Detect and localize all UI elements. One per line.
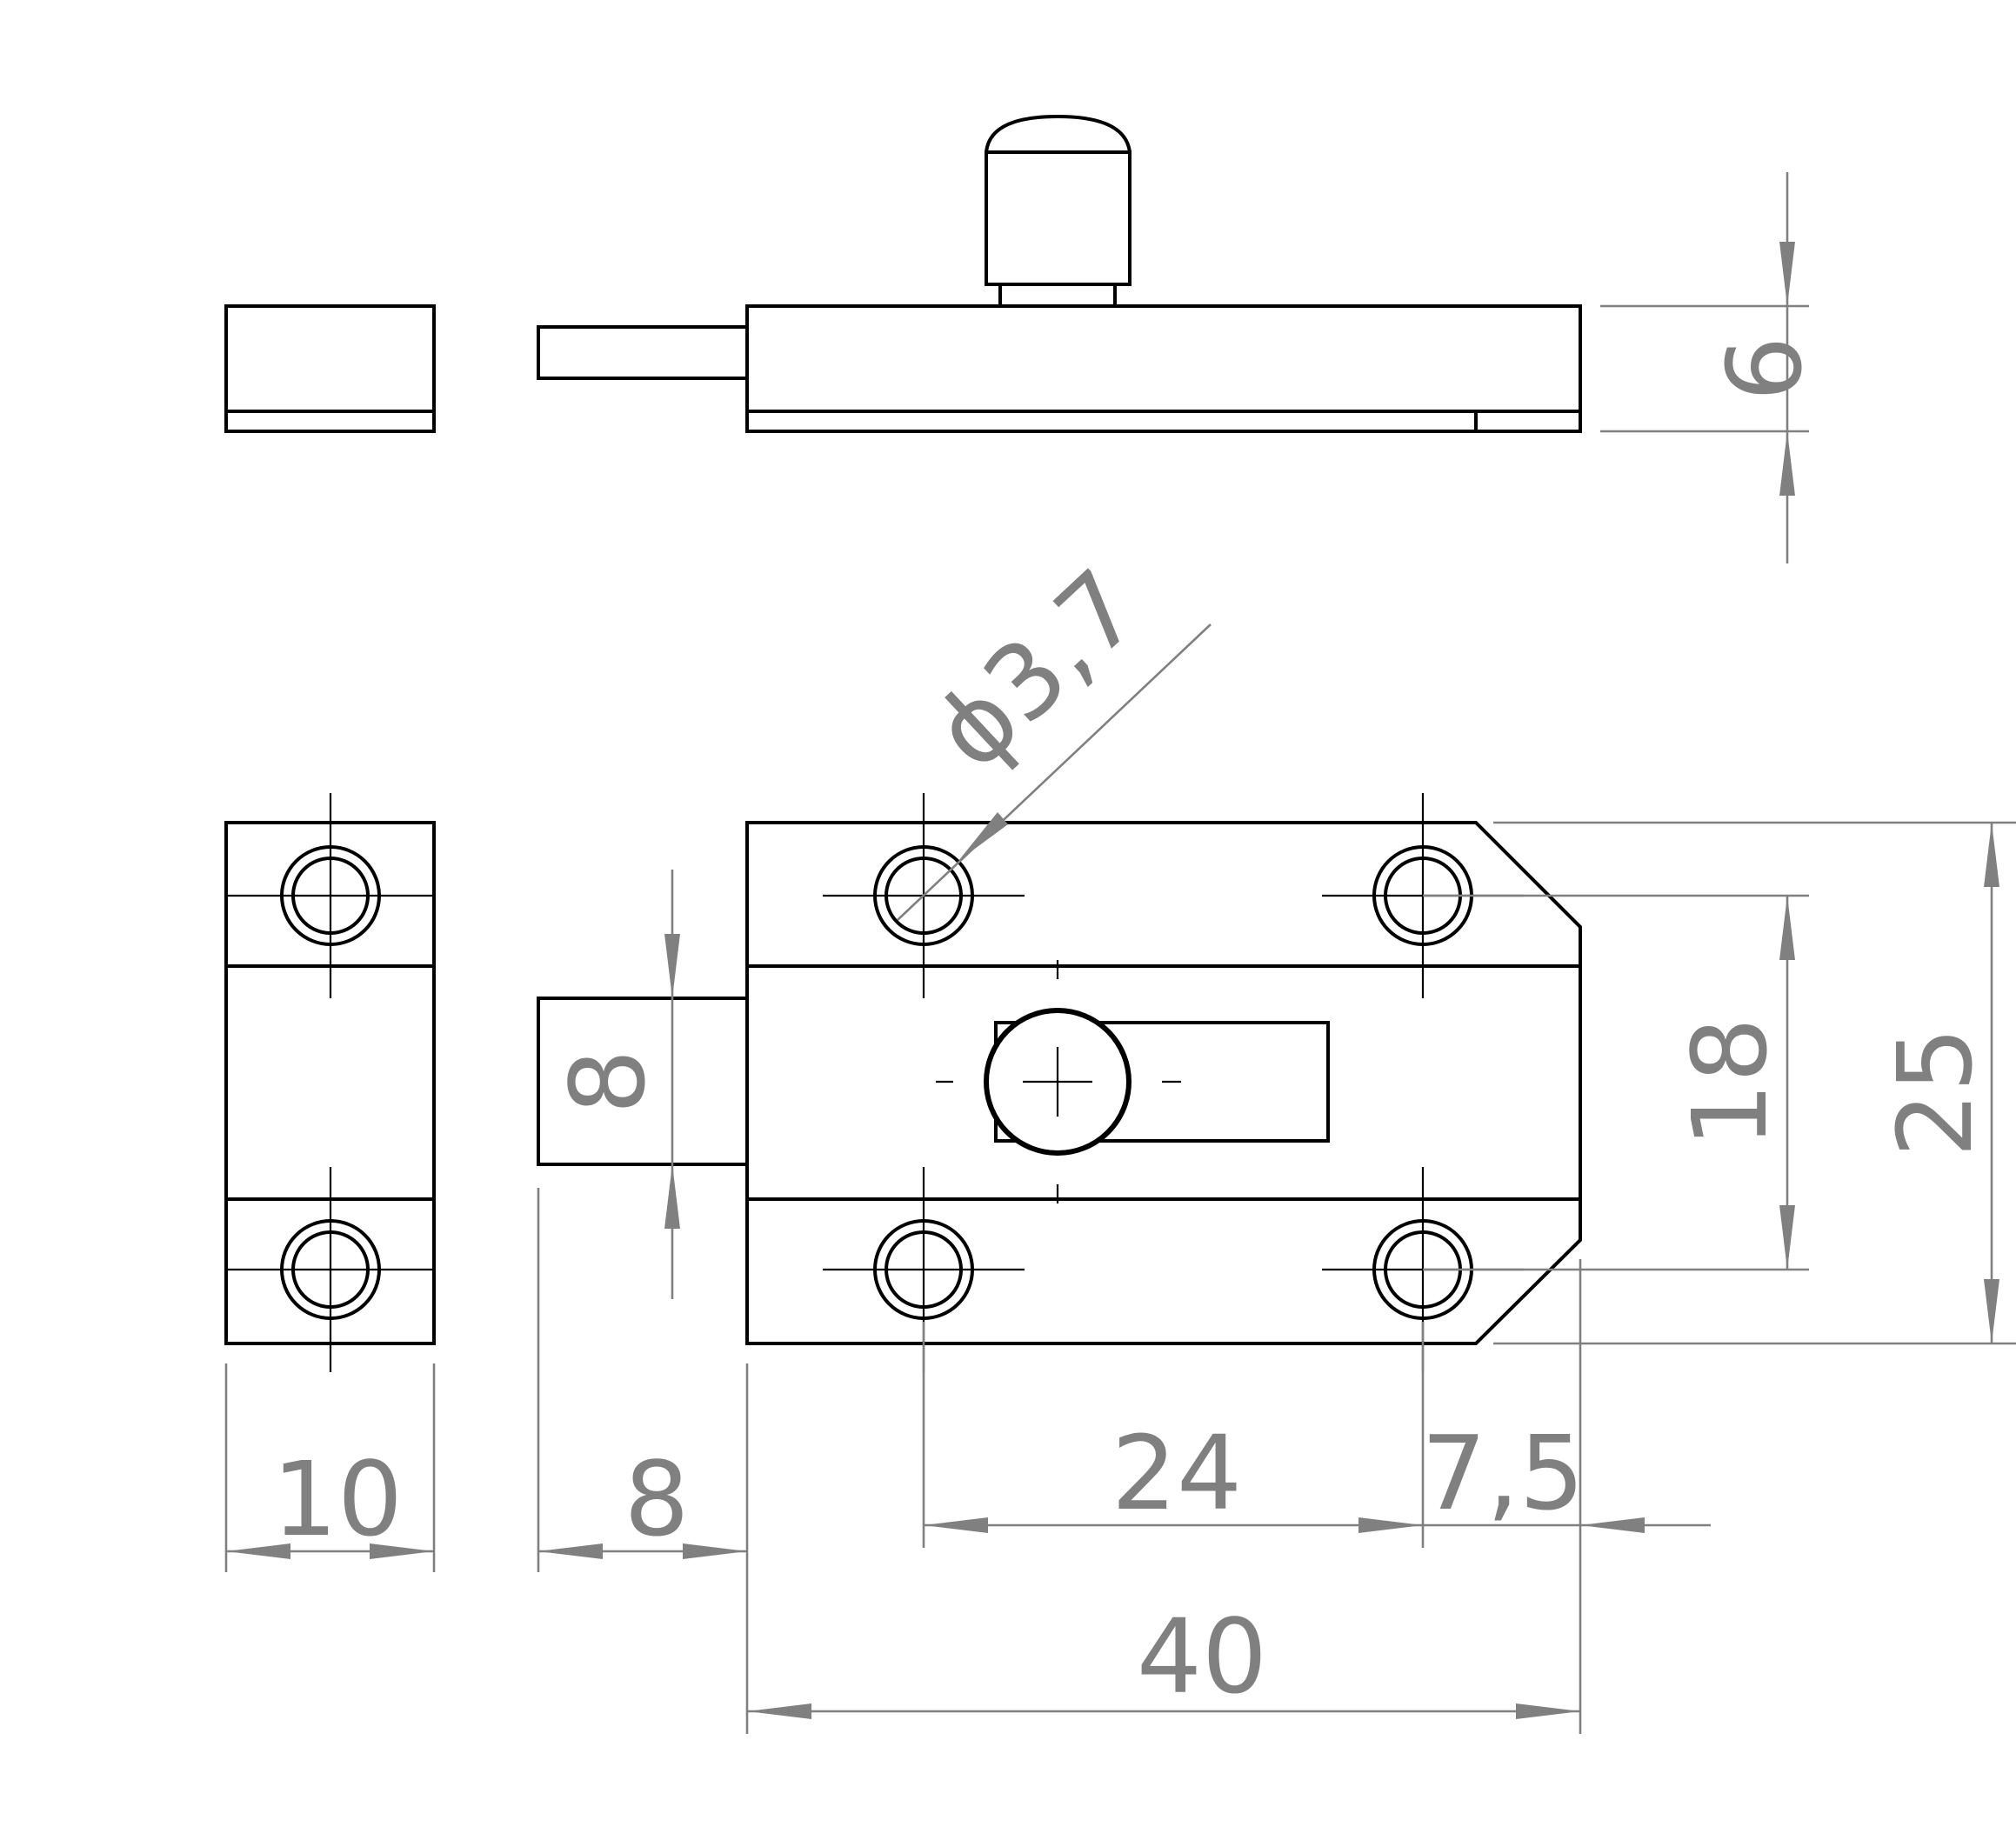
bolt-body-side-view: [537, 114, 1582, 433]
dimension-plate-length: 40: [747, 1597, 1580, 1719]
dimension-bolt-width: 8: [548, 870, 680, 1299]
dimension-hole-spacing-horizontal: 24: [922, 1322, 1425, 1548]
keeper-side-view: [224, 304, 436, 433]
knob-side: [985, 114, 1131, 308]
dim-bolt-width-label: 8: [548, 1049, 668, 1114]
bolt-plan-view: [537, 793, 1582, 1372]
dim-edge-offset-label: 7,5: [1421, 1413, 1585, 1533]
keeper-hole-bottom: [226, 1167, 434, 1372]
dimension-thickness: 6: [1600, 172, 1825, 563]
dim-hole-diameter-label: ϕ3,7: [911, 547, 1162, 792]
bolt-rod-side: [537, 325, 749, 380]
dim-bolt-extension-label: 8: [624, 1439, 689, 1559]
dimension-keeper-width: 10: [224, 1363, 436, 1572]
dimension-plate-height: 25: [1493, 821, 2016, 1345]
dimension-bolt-extension: 8: [537, 1188, 749, 1734]
base-plate-side: [745, 304, 1582, 433]
dimension-edge-offset: 7,5: [1421, 1259, 1711, 1734]
dim-plate-length-label: 40: [1137, 1597, 1267, 1717]
dim-keeper-width-label: 10: [272, 1439, 403, 1559]
dim-thickness-label: 6: [1705, 336, 1825, 401]
keeper-plan-view: [224, 793, 436, 1372]
dimension-hole-spacing-vertical: 18: [1423, 894, 1809, 1271]
base-plate-plan: [745, 821, 1582, 1345]
dim-hole-spacing-horizontal-label: 24: [1111, 1413, 1242, 1533]
keeper-hole-top: [226, 793, 434, 998]
plate-hole-bottom-left: [823, 1167, 1025, 1372]
dim-hole-spacing-vertical-label: 18: [1670, 1017, 1790, 1148]
dim-plate-height-label: 25: [1875, 1027, 1995, 1157]
